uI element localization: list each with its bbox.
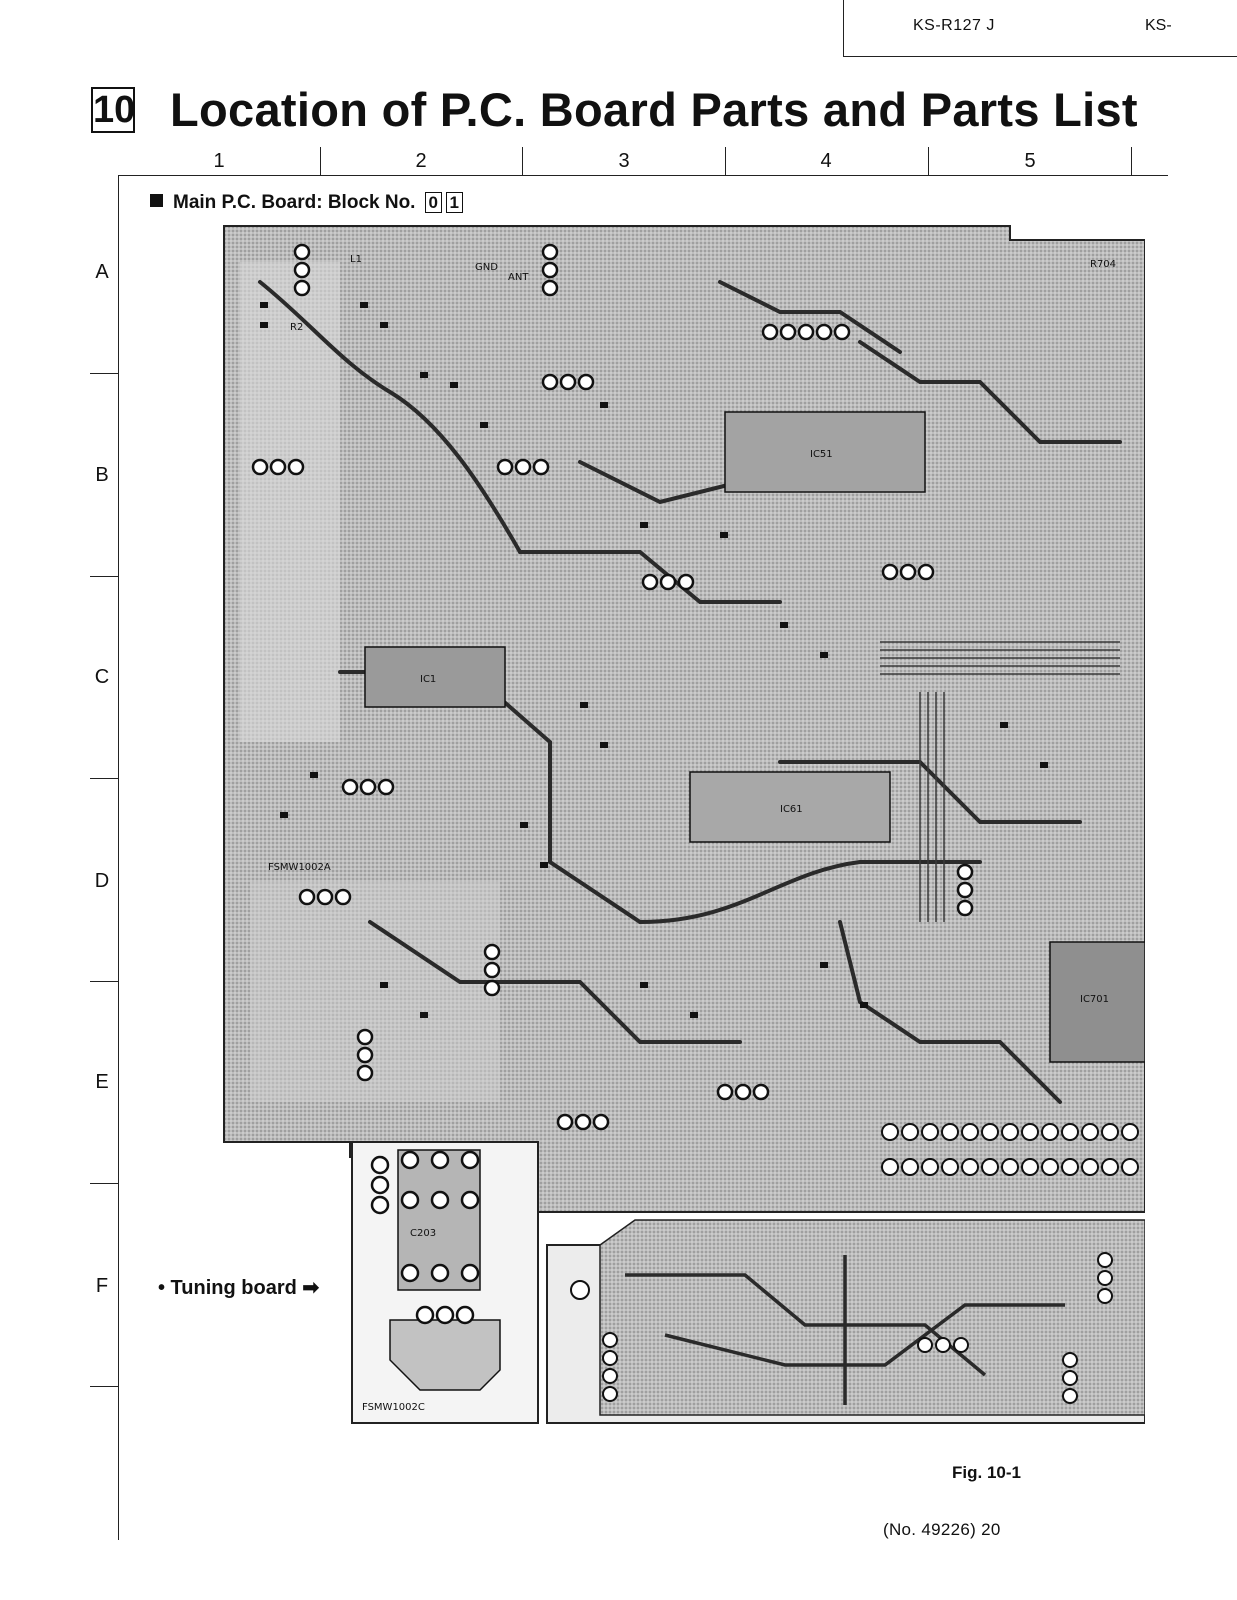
board-code: FSMW1002C xyxy=(362,1402,425,1413)
tuning-board-image: C203 FSMW1002C xyxy=(351,1141,539,1424)
main-pcb-image: IC1 IC51 IC61 IC701 R2 L1 GND ANT R704 F… xyxy=(223,225,1145,1213)
block-caption-text: Main P.C. Board: Block No. xyxy=(173,192,416,213)
row-label: F xyxy=(95,1275,109,1297)
model-number-cut: KS- xyxy=(1145,17,1172,34)
ic-label: IC701 xyxy=(1080,994,1109,1005)
row-divider xyxy=(90,1386,118,1387)
ic-label: IC61 xyxy=(780,804,803,815)
component-label: R2 xyxy=(290,322,303,333)
column-rule xyxy=(118,175,1168,176)
board-code: FSMW1002A xyxy=(268,862,331,873)
model-number: KS-R127 J xyxy=(913,17,995,34)
row-label: E xyxy=(95,1071,109,1093)
block-digit: 0 xyxy=(424,192,442,213)
column-label: 2 xyxy=(415,150,427,172)
lower-pcb-image xyxy=(546,1219,1145,1424)
arrow-right-icon: ➡ xyxy=(302,1277,320,1299)
page-footer: (No. 49226) 20 xyxy=(883,1520,1001,1539)
column-label: 3 xyxy=(618,150,630,172)
column-divider xyxy=(725,147,726,175)
column-label: 5 xyxy=(1024,150,1036,172)
row-label: A xyxy=(95,261,109,283)
row-label: D xyxy=(94,870,110,892)
ic-label: IC1 xyxy=(420,674,436,685)
row-divider xyxy=(90,981,118,982)
row-label: C xyxy=(94,666,110,688)
row-divider xyxy=(90,373,118,374)
tuning-board-label: • Tuning board ➡ xyxy=(158,1275,319,1300)
component-label: GND xyxy=(475,262,498,273)
column-divider xyxy=(1131,147,1132,175)
row-divider xyxy=(90,576,118,577)
column-divider xyxy=(522,147,523,175)
row-label: B xyxy=(95,464,109,486)
page-title: Location of P.C. Board Parts and Parts L… xyxy=(170,83,1138,136)
row-rule xyxy=(118,175,119,1540)
component-label: ANT xyxy=(508,272,529,283)
figure-caption: Fig. 10-1 xyxy=(952,1463,1021,1482)
block-digit: 1 xyxy=(445,192,463,213)
column-divider xyxy=(928,147,929,175)
ic-label: IC51 xyxy=(810,449,833,460)
section-number: 10 xyxy=(91,87,136,133)
column-divider xyxy=(320,147,321,175)
component-label: L1 xyxy=(350,254,362,265)
row-divider xyxy=(90,1183,118,1184)
tuning-board-text: • Tuning board xyxy=(158,1277,297,1299)
header-box xyxy=(843,0,1237,57)
column-label: 4 xyxy=(820,150,832,172)
component-label: R704 xyxy=(1090,259,1116,270)
row-divider xyxy=(90,778,118,779)
column-label: 1 xyxy=(213,150,225,172)
bullet-square-icon xyxy=(150,194,163,207)
component-label: C203 xyxy=(410,1228,436,1239)
